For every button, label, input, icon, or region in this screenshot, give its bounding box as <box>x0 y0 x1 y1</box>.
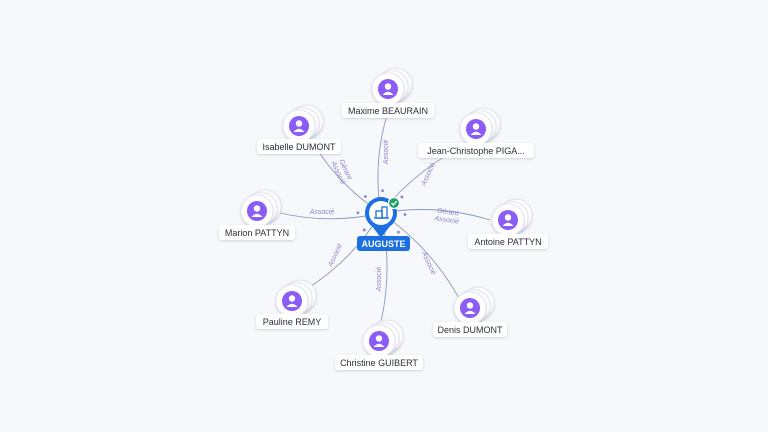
edge-line <box>380 212 461 301</box>
person-node-antoine-pattyn[interactable]: Antoine PATTYN <box>468 198 548 249</box>
person-label-box <box>433 322 507 337</box>
person-label-box <box>335 355 423 370</box>
person-node-marion-pattyn[interactable]: Marion PATTYN <box>219 189 295 240</box>
edge-arrow <box>381 189 384 193</box>
person-name: Maxime BEAURAIN <box>348 106 428 116</box>
edge-role-label: Associé <box>309 209 335 216</box>
edge-arrow <box>403 213 407 216</box>
person-label-box <box>257 139 341 154</box>
edge-role-label: Associé <box>420 250 437 276</box>
person-name: Pauline REMY <box>263 317 322 327</box>
edge-role-label: Associé <box>420 162 437 188</box>
person-icon <box>282 291 302 311</box>
person-icon <box>369 331 389 351</box>
edge-denis-dumont: Associé <box>380 212 461 301</box>
edge-arrow <box>356 211 360 215</box>
person-icon <box>247 201 267 221</box>
person-label-box <box>418 143 534 158</box>
edge-line <box>304 212 382 291</box>
person-node-isabelle-dumont[interactable]: Isabelle DUMONT <box>257 104 341 154</box>
person-node-maxime-beaurain[interactable]: Maxime BEAURAIN <box>342 67 434 118</box>
edge-role-label: Associé <box>327 243 344 269</box>
person-name: Jean-Christophe PIGA... <box>427 146 525 156</box>
person-name: Marion PATTYN <box>225 228 289 238</box>
nodes-layer: Maxime BEAURAIN Jean-Christophe PIGA... An… <box>219 67 548 370</box>
edge-pauline-remy: Associé <box>304 212 382 291</box>
person-label-box <box>342 103 434 118</box>
person-node-christine-guibert[interactable]: Christine GUIBERT <box>335 319 423 370</box>
edge-arrow <box>396 230 400 234</box>
company-icon <box>374 206 389 219</box>
edge-role-label: Gérant <box>437 208 460 218</box>
edge-role-label: Associé <box>433 215 459 225</box>
person-label-box <box>468 234 548 249</box>
edge-arrow <box>362 228 366 232</box>
person-icon <box>498 210 518 230</box>
person-name: Christine GUIBERT <box>340 358 418 368</box>
person-node-jean-christophe-pigasse[interactable]: Jean-Christophe PIGA... <box>418 107 534 158</box>
check-badge-icon <box>387 196 401 210</box>
center-pin-tip <box>369 222 393 238</box>
person-node-denis-dumont[interactable]: Denis DUMONT <box>433 286 507 337</box>
person-label-box <box>219 225 295 240</box>
person-name: Denis DUMONT <box>437 325 503 335</box>
edge-role-label: Associé <box>383 140 390 166</box>
person-name: Isabelle DUMONT <box>262 142 336 152</box>
edge-arrow <box>363 195 367 198</box>
center-company-node[interactable]: AUGUSTE <box>357 196 410 251</box>
center-label-box <box>357 236 410 251</box>
center-label: AUGUSTE <box>361 239 405 249</box>
person-icon <box>378 79 398 99</box>
person-node-pauline-remy[interactable]: Pauline REMY <box>256 279 328 329</box>
person-icon <box>460 298 480 318</box>
person-name: Antoine PATTYN <box>474 237 541 247</box>
edge-arrow <box>400 195 404 199</box>
person-icon <box>466 119 486 139</box>
edge-role-label: Associé <box>376 267 383 293</box>
person-icon <box>289 116 309 136</box>
person-label-box <box>256 314 328 329</box>
